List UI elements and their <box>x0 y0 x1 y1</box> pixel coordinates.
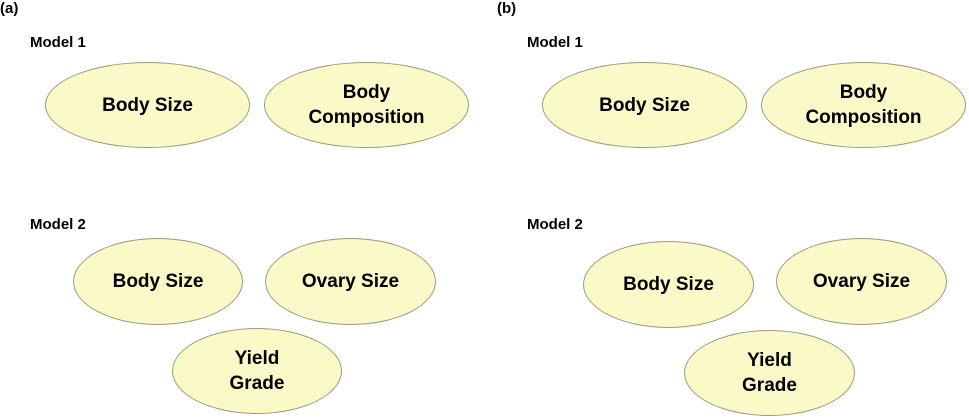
node-label: Body Size <box>599 94 690 116</box>
node-label: Body Size <box>102 94 193 116</box>
node-label: Yield Grade <box>229 348 285 394</box>
node-ovary-size: Ovary Size <box>776 238 947 325</box>
panel-a: (a) Model 1 Body Size Body Composition M… <box>0 0 484 420</box>
node-label: Body Composition <box>805 82 922 128</box>
node-yield-grade: Yield Grade <box>172 328 342 414</box>
node-label: Yield Grade <box>742 350 797 396</box>
node-body-size: Body Size <box>45 62 250 148</box>
node-label: Body Composition <box>308 82 425 128</box>
node-label: Body Size <box>112 271 204 292</box>
panel-b: (b) Model 1 Body Size Body Composition M… <box>497 0 969 420</box>
node-yield-grade: Yield Grade <box>684 330 855 416</box>
node-body-composition: Body Composition <box>761 62 966 148</box>
model-2-label: Model 2 <box>30 216 86 233</box>
panel-label: (b) <box>497 0 517 17</box>
node-ovary-size: Ovary Size <box>265 238 436 325</box>
model-1-label: Model 1 <box>527 34 583 51</box>
node-body-composition: Body Composition <box>264 62 469 148</box>
node-label: Ovary Size <box>301 271 400 292</box>
model-1-label: Model 1 <box>30 34 86 51</box>
node-body-size: Body Size <box>73 238 243 325</box>
node-body-size: Body Size <box>542 62 747 148</box>
node-label: Body Size <box>623 274 714 295</box>
node-label: Ovary Size <box>812 271 911 292</box>
panel-label: (a) <box>0 0 19 17</box>
model-2-label: Model 2 <box>527 216 583 233</box>
node-body-size: Body Size <box>583 241 754 328</box>
